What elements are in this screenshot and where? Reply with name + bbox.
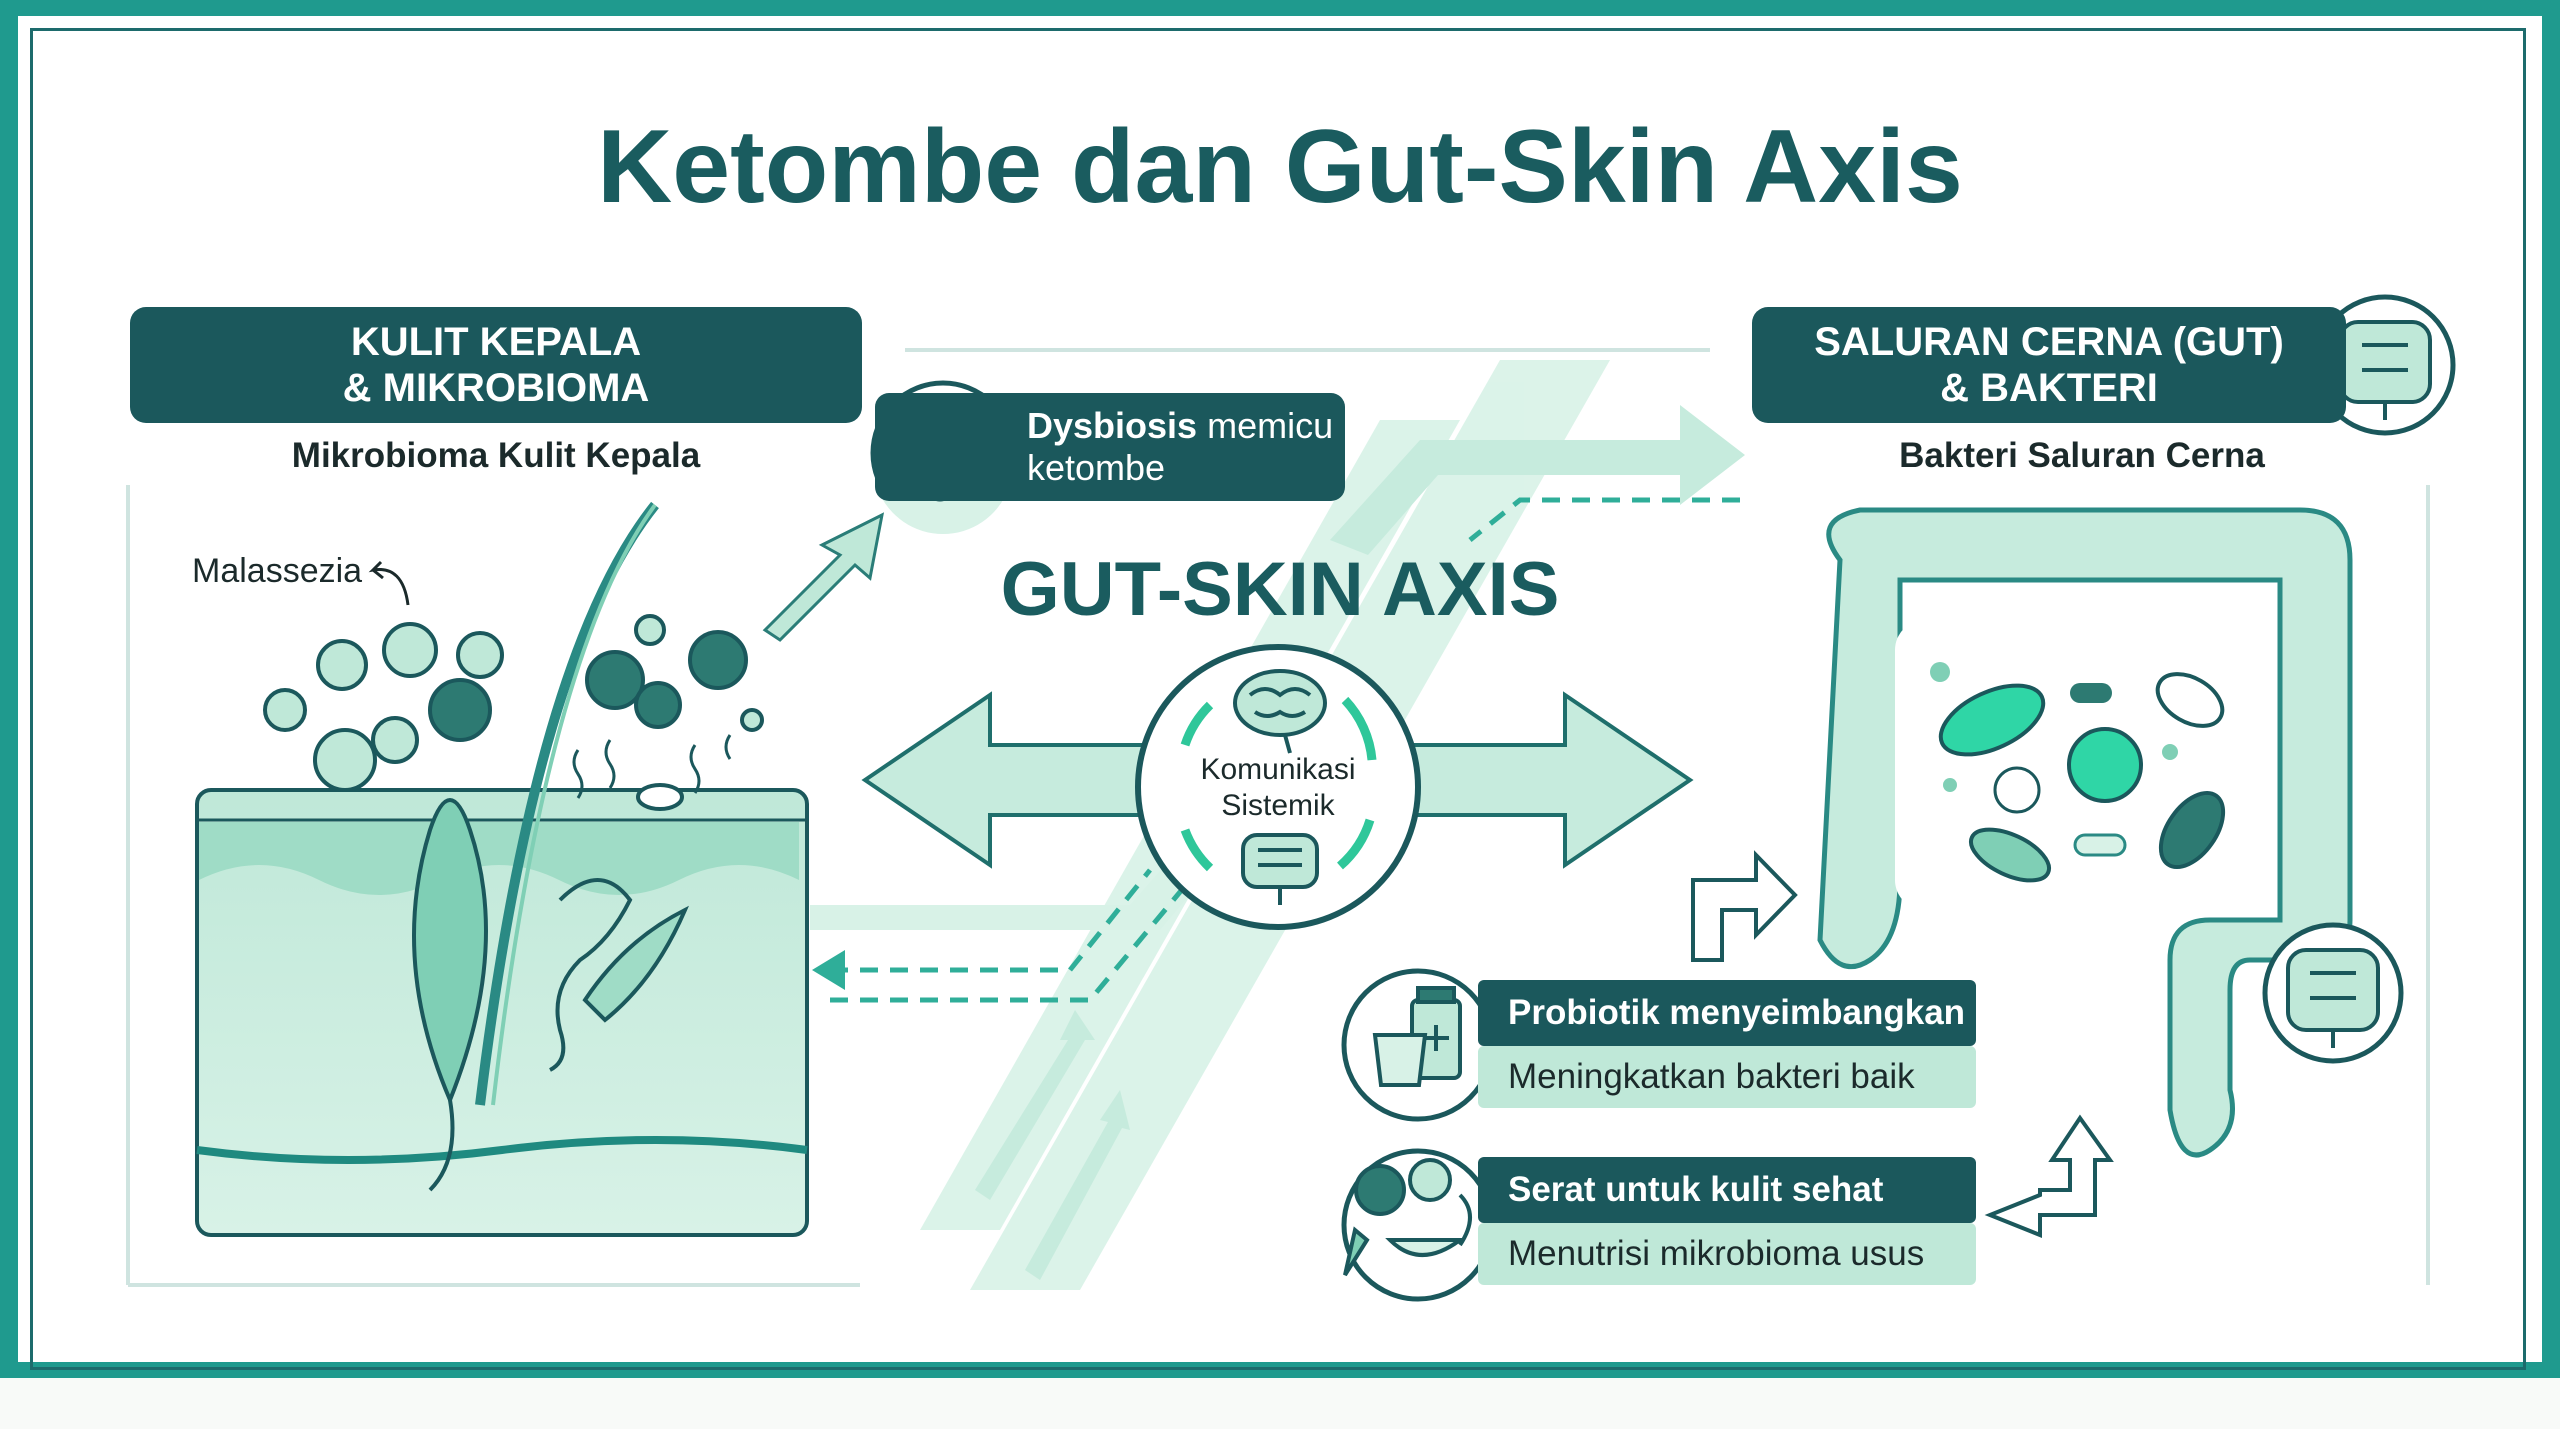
fiber-food-icon bbox=[1343, 1158, 1472, 1277]
arrow-to-dysbiosis bbox=[762, 512, 885, 642]
scalp-cross-section bbox=[195, 788, 809, 1237]
right-panel-frame bbox=[905, 348, 2430, 1285]
hub-label-line1: Komunikasi bbox=[1200, 753, 1356, 786]
left-panel-subtitle: Mikrobioma Kulit Kepala bbox=[291, 436, 701, 475]
right-panel-subtitle: Bakteri Saluran Cerna bbox=[1899, 436, 2265, 475]
dysbiosis-bold: Dysbiosis bbox=[1027, 405, 1198, 446]
flow-stream-right bbox=[1330, 405, 1745, 555]
right-panel-heading: SALURAN CERNA (GUT) & BAKTERI bbox=[1752, 307, 2346, 423]
frame-border bbox=[30, 28, 2526, 1370]
right-heading-line1: SALURAN CERNA (GUT) bbox=[1814, 320, 2284, 364]
left-panel-heading: KULIT KEPALA & MIKROBIOMA bbox=[130, 307, 862, 423]
arrow-up-to-gut bbox=[1691, 850, 1798, 962]
lower-flow-arrows bbox=[975, 1010, 1130, 1280]
arrow-return bbox=[1984, 1114, 2114, 1238]
malassezia-pointer bbox=[368, 560, 410, 606]
brain-icon bbox=[1233, 669, 1327, 754]
dysbiosis-rest: memicu bbox=[1197, 405, 1334, 446]
gut-skin-axis-title: GUT-SKIN AXIS bbox=[1000, 547, 1560, 632]
left-heading-line1: KULIT KEPALA bbox=[350, 320, 642, 364]
intestine-icon bbox=[2286, 320, 2432, 1048]
bottom-strip bbox=[0, 1378, 2560, 1429]
fiber-heading: Serat untuk kulit sehat bbox=[1478, 1157, 1976, 1223]
dysbiosis-line1: Dysbiosis memicu bbox=[1027, 405, 1345, 447]
right-heading-line2: & BAKTERI bbox=[1940, 366, 2158, 410]
probiotic-bottle-icon bbox=[1372, 986, 1462, 1087]
fiber-detail: Menutrisi mikrobioma usus bbox=[1478, 1223, 1976, 1285]
fungus-icon bbox=[263, 614, 764, 811]
flow-stream-left bbox=[810, 780, 1270, 930]
probiotic-detail: Meningkatkan bakteri baik bbox=[1478, 1046, 1976, 1108]
dashed-lines bbox=[830, 497, 1740, 1003]
dysbiosis-callout: Dysbiosis memicu ketombe bbox=[875, 393, 1345, 501]
hub-label: Komunikasi Sistemik bbox=[1168, 752, 1388, 824]
left-heading-line2: & MIKROBIOMA bbox=[342, 366, 650, 410]
bacteria-icon bbox=[1930, 662, 2226, 883]
intestine-icon bbox=[1241, 833, 1319, 905]
dysbiosis-line2: ketombe bbox=[1027, 447, 1166, 488]
probiotic-heading: Probiotik menyeimbangkan bbox=[1478, 980, 1976, 1046]
left-panel-frame bbox=[126, 485, 860, 1287]
cycle-arrows-icon bbox=[1180, 696, 1377, 872]
malassezia-label: Malassezia bbox=[192, 552, 363, 590]
hub-label-line2: Sistemik bbox=[1221, 789, 1335, 822]
page-title: Ketombe dan Gut-Skin Axis bbox=[597, 109, 1963, 225]
dashed-arrow-head bbox=[812, 950, 845, 990]
hair-strand bbox=[475, 501, 659, 1106]
